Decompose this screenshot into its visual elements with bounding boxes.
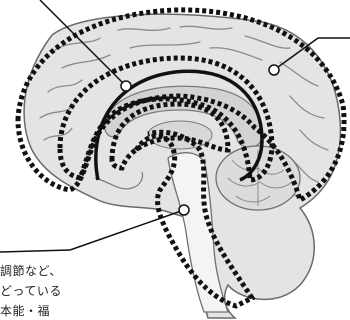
- callout-dot-top-left: [121, 81, 131, 91]
- callout-dot-bottom: [179, 205, 189, 215]
- callout-dot-right: [269, 65, 279, 75]
- caption-line-1: 調節など、: [0, 264, 62, 278]
- callout-line-bottom-left: [0, 250, 70, 252]
- caption-line-2: どっている: [0, 284, 62, 298]
- caption-line-3: 本能・福: [0, 304, 50, 318]
